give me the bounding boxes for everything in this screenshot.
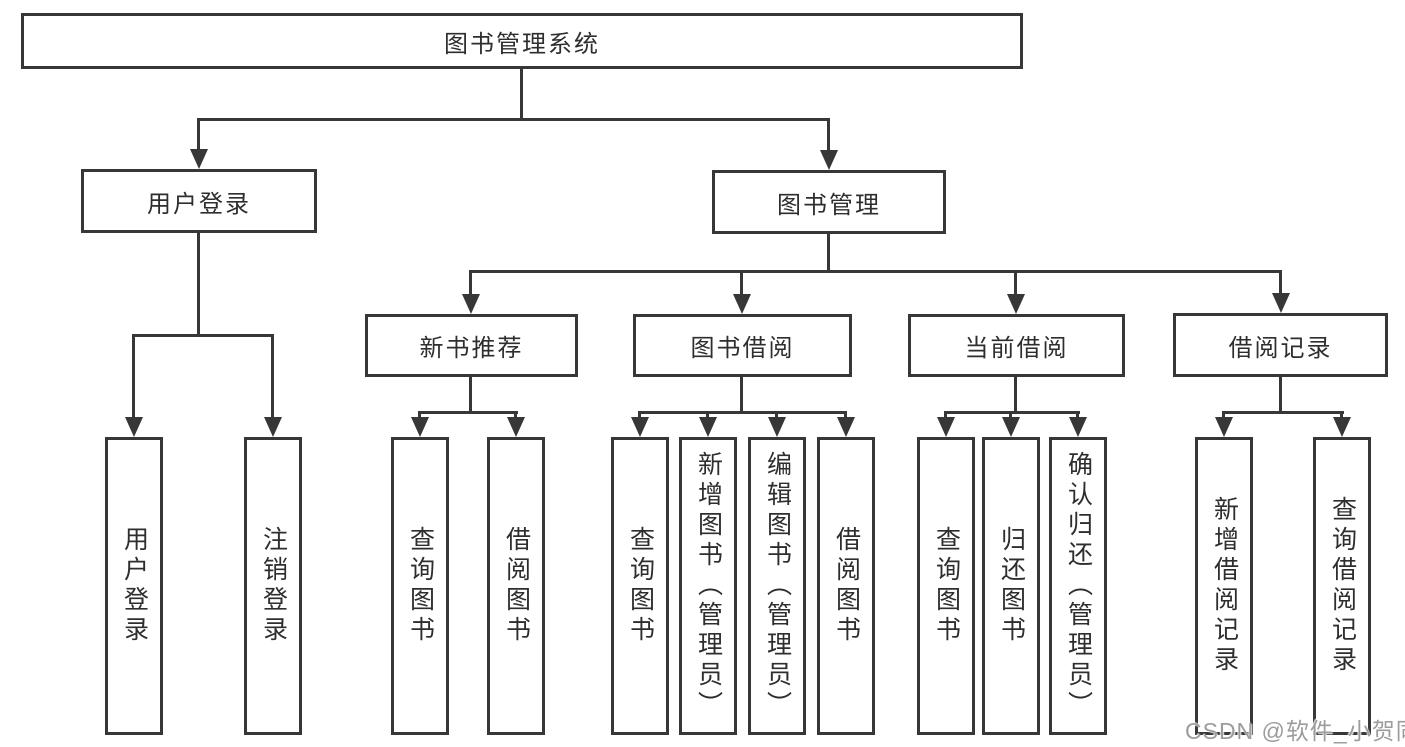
connector-book-mgmt-drop [827,118,830,152]
arrow-down-icon [733,294,751,314]
arrow-down-icon [462,294,480,314]
leaf-label: 借阅图书 [832,526,861,646]
connector-leaf-drop [418,411,421,421]
connector-user-login-rail [132,334,274,337]
arrow-down-icon [125,417,143,437]
leaf-logout: 注销登录 [244,437,302,735]
arrow-down-icon [507,417,525,437]
connector-leaf-drop [1340,411,1343,421]
connector-leaf-drop [944,411,947,421]
connector-leaf-rail [638,411,847,414]
arrow-down-icon [1272,293,1290,313]
leaf-return-books: 归还图书 [982,437,1040,735]
connector-level2-rail [197,118,830,121]
arrow-down-icon [1069,417,1087,437]
connector-leaf-drop [514,411,517,421]
node-book-borrow: 图书借阅 [633,314,852,377]
node-label: 用户登录 [147,190,251,218]
connector-group-drop [1014,270,1017,297]
arrow-down-icon [190,149,208,169]
leaf-query-books: 查询图书 [917,437,975,735]
leaf-label: 新增借阅记录 [1210,496,1239,676]
node-book-management: 图书管理 [712,170,946,234]
node-label: 新书推荐 [419,335,524,362]
arrow-down-icon [1333,417,1351,437]
leaf-label: 查询借阅记录 [1328,496,1357,676]
leaf-borrow-books: 借阅图书 [487,437,545,735]
leaf-label: 查询图书 [932,526,961,646]
leaf-add-borrow-record: 新增借阅记录 [1195,437,1253,735]
leaf-user-login: 用户登录 [105,437,163,735]
arrow-down-icon [820,150,838,170]
connector-leaf-drop [1076,411,1079,421]
node-label: 图书借阅 [690,335,795,362]
leaf-label: 归还图书 [997,526,1026,646]
arrow-down-icon [837,417,855,437]
connector-group-drop [1279,270,1282,296]
node-borrow-records: 借阅记录 [1173,313,1388,377]
arrow-down-icon [264,417,282,437]
connector-group-drop [469,270,472,297]
connector-leaf-drop [1009,411,1012,421]
leaf-query-books: 查询图书 [611,437,669,735]
arrow-down-icon [411,417,429,437]
node-label: 图书管理 [777,191,881,219]
node-label: 借阅记录 [1228,334,1333,362]
leaf-edit-books-admin: 编辑图书（管理员） [748,437,806,735]
connector-leaf-drop [706,411,709,421]
connector-leaf-drop [132,334,135,420]
connector-group-stem [740,377,743,414]
connector-group-stem [1279,377,1282,414]
connector-book-mgmt-stem [827,234,830,273]
connector-leaf-drop [844,411,847,421]
arrow-down-icon [1007,294,1025,314]
connector-level3-rail [469,270,1282,273]
connector-leaf-rail [1222,411,1344,414]
connector-leaf-drop [271,334,274,420]
node-label: 图书管理系统 [444,30,600,58]
leaf-borrow-books: 借阅图书 [817,437,875,735]
leaf-add-books-admin: 新增图书（管理员） [679,437,737,735]
leaf-label: 用户登录 [120,526,149,646]
arrow-down-icon [631,417,649,437]
leaf-label: 确认归还（管理员） [1064,451,1093,721]
connector-user-login-drop [197,118,200,152]
leaf-label: 查询图书 [626,526,655,646]
connector-root-stem [520,69,523,121]
arrow-down-icon [1002,417,1020,437]
connector-leaf-drop [638,411,641,421]
leaf-label: 新增图书（管理员） [694,451,723,721]
connector-leaf-drop [775,411,778,421]
connector-user-login-stem [197,233,200,337]
leaf-label: 注销登录 [259,526,288,646]
connector-leaf-rail [418,411,518,414]
connector-leaf-rail [944,411,1080,414]
node-system-root: 图书管理系统 [21,13,1023,69]
leaf-label: 借阅图书 [502,526,531,646]
arrow-down-icon [937,417,955,437]
node-user-login: 用户登录 [81,169,317,233]
connector-group-drop [740,270,743,297]
leaf-query-books: 查询图书 [391,437,449,735]
node-new-book-recommend: 新书推荐 [365,314,578,377]
node-label: 当前借阅 [964,335,1069,362]
connector-group-stem [469,377,472,414]
arrow-down-icon [699,417,717,437]
leaf-label: 编辑图书（管理员） [763,451,792,721]
leaf-label: 查询图书 [406,526,435,646]
connector-leaf-drop [1222,411,1225,421]
leaf-query-borrow-record: 查询借阅记录 [1313,437,1371,735]
watermark-text: CSDN @软件_小贺同学 [1185,718,1405,744]
arrow-down-icon [768,417,786,437]
node-current-borrow: 当前借阅 [908,314,1125,377]
arrow-down-icon [1215,417,1233,437]
connector-group-stem [1014,377,1017,414]
leaf-confirm-return-admin: 确认归还（管理员） [1049,437,1107,735]
